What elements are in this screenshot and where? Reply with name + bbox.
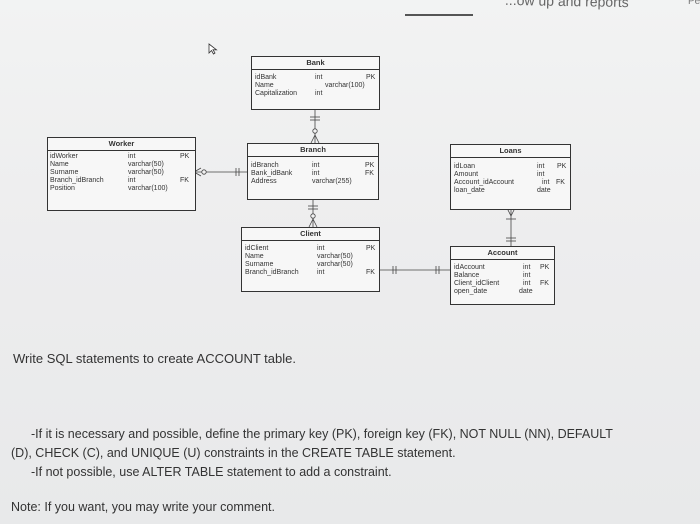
table-row: Capitalization int (255, 90, 323, 97)
table-row: Name varchar(50) (50, 161, 164, 168)
table-title: Account (451, 247, 554, 260)
table-row: Name varchar(100) (255, 82, 365, 89)
tab-underline (405, 14, 473, 16)
table-row: idBank int PK (255, 74, 376, 81)
table-row: idWorker int PK (50, 153, 190, 160)
table-title: Worker (48, 138, 195, 151)
note-text: Note: If you want, you may write your co… (11, 500, 275, 514)
table-row: idLoan int PK (454, 163, 567, 170)
table-row: Account_idAccount int FK (454, 179, 565, 186)
table-row: Surname varchar(50) (50, 169, 164, 176)
loans-table: Loans idLoan int PK Amount int Account_i… (450, 144, 571, 210)
table-row: Bank_idBank int FK (251, 170, 374, 177)
table-row: Amount int (454, 171, 545, 178)
table-title: Client (242, 228, 379, 241)
worker-table: Worker idWorker int PK Name varchar(50) … (47, 137, 196, 211)
table-row: idClient int PK (245, 245, 376, 252)
table-row: idBranch int PK (251, 162, 375, 169)
table-row: loan_date date (454, 187, 551, 194)
table-row: Branch_idBranch int FK (50, 177, 189, 184)
bank-table: Bank idBank int PK Name varchar(100) Cap… (251, 56, 380, 110)
top-window-bar: ...ow up and reports Pe (0, 0, 700, 18)
table-title: Loans (451, 145, 570, 158)
table-row: Client_idClient int FK (454, 280, 549, 287)
table-title: Bank (252, 57, 379, 70)
table-title: Branch (248, 144, 378, 157)
table-row: Surname varchar(50) (245, 261, 353, 268)
branch-table: Branch idBranch int PK Bank_idBank int F… (247, 143, 379, 200)
table-row: Balance int (454, 272, 531, 279)
instruction-line-2: (D), CHECK (C), and UNIQUE (U) constrain… (11, 446, 456, 460)
table-row: Address varchar(255) (251, 178, 352, 185)
client-table: Client idClient int PK Name varchar(50) … (241, 227, 380, 292)
instruction-line-1: -If it is necessary and possible, define… (31, 427, 613, 441)
instruction-line-3: -If not possible, use ALTER TABLE statem… (31, 465, 392, 479)
mouse-cursor-icon (208, 43, 218, 55)
table-row: Name varchar(50) (245, 253, 353, 260)
cut-off-corner-text: Pe (688, 0, 700, 7)
table-row: idAccount int PK (454, 264, 550, 271)
account-table: Account idAccount int PK Balance int Cli… (450, 246, 555, 305)
table-row: open_date date (454, 288, 533, 295)
question-prompt: Write SQL statements to create ACCOUNT t… (13, 351, 296, 366)
table-row: Branch_idBranch int FK (245, 269, 375, 276)
table-row: Position varchar(100) (50, 185, 168, 192)
